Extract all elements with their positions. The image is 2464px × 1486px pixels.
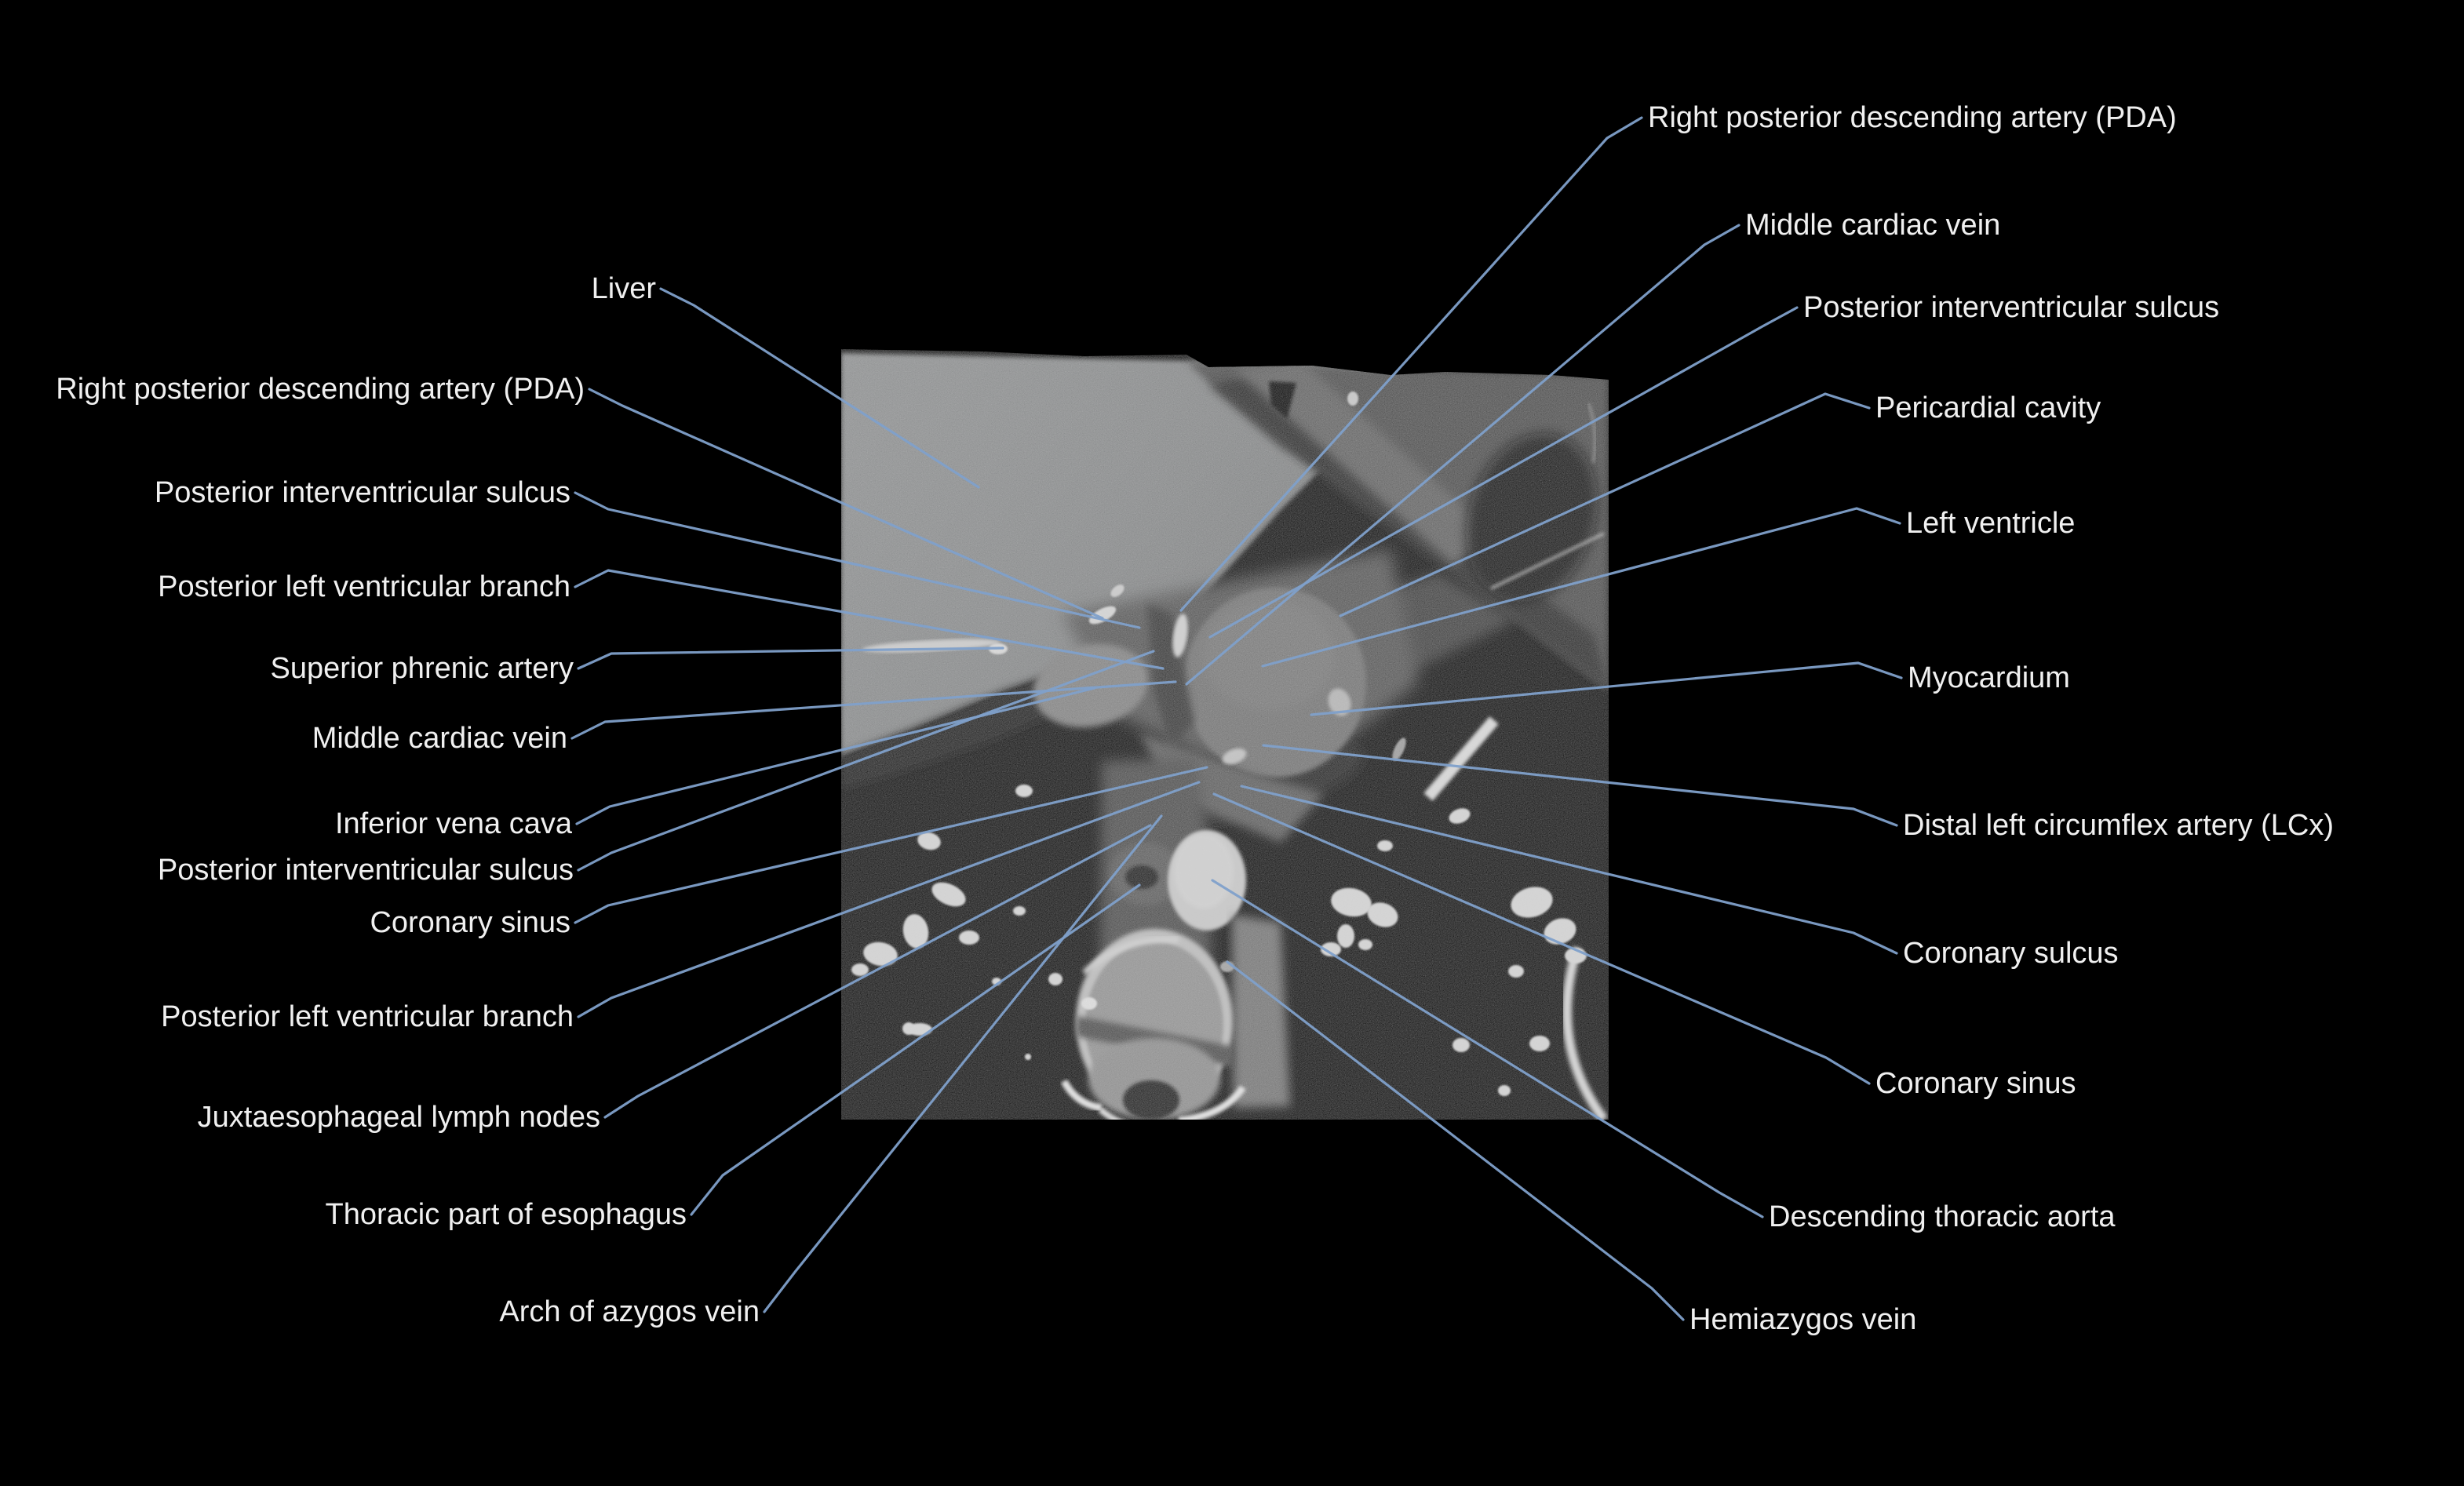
label-middle-cardiac-vein-right: Middle cardiac vein bbox=[1745, 209, 2001, 242]
label-descending-thoracic-aorta: Descending thoracic aorta bbox=[1769, 1200, 2116, 1233]
label-pda-right: Right posterior descending artery (PDA) bbox=[1648, 101, 2177, 134]
label-juxtaesophageal-lymph-nodes: Juxtaesophageal lymph nodes bbox=[197, 1101, 600, 1134]
label-myocardium: Myocardium bbox=[1908, 661, 2070, 694]
label-pericardial-cavity: Pericardial cavity bbox=[1875, 392, 2101, 424]
label-liver: Liver bbox=[591, 272, 656, 305]
label-posterior-interventricular-sulcus-left-upper: Posterior interventricular sulcus bbox=[154, 476, 570, 509]
label-coronary-sinus-left: Coronary sinus bbox=[370, 906, 570, 939]
label-hemiazygos-vein: Hemiazygos vein bbox=[1689, 1303, 1917, 1336]
label-coronary-sinus-right: Coronary sinus bbox=[1875, 1067, 2076, 1100]
ct-scan-image bbox=[841, 349, 1609, 1120]
ct-scan-graphics bbox=[841, 349, 1609, 1120]
label-distal-lcx: Distal left circumflex artery (LCx) bbox=[1903, 809, 2334, 842]
label-superior-phrenic-artery: Superior phrenic artery bbox=[270, 652, 574, 685]
label-arch-of-azygos-vein: Arch of azygos vein bbox=[499, 1295, 760, 1328]
label-pda-left: Right posterior descending artery (PDA) bbox=[56, 373, 585, 406]
label-posterior-left-ventricular-branch-left-upper: Posterior left ventricular branch bbox=[158, 570, 570, 603]
label-coronary-sulcus: Coronary sulcus bbox=[1903, 937, 2119, 970]
label-left-ventricle: Left ventricle bbox=[1906, 507, 2076, 540]
label-posterior-interventricular-sulcus-right: Posterior interventricular sulcus bbox=[1803, 291, 2220, 324]
label-thoracic-part-of-esophagus: Thoracic part of esophagus bbox=[325, 1198, 687, 1231]
grain-overlay bbox=[841, 349, 1609, 1120]
label-posterior-left-ventricular-branch-left-lower: Posterior left ventricular branch bbox=[161, 1000, 574, 1033]
label-posterior-interventricular-sulcus-left-lower: Posterior interventricular sulcus bbox=[157, 854, 574, 887]
label-middle-cardiac-vein-left: Middle cardiac vein bbox=[312, 722, 567, 755]
label-inferior-vena-cava: Inferior vena cava bbox=[334, 807, 572, 840]
